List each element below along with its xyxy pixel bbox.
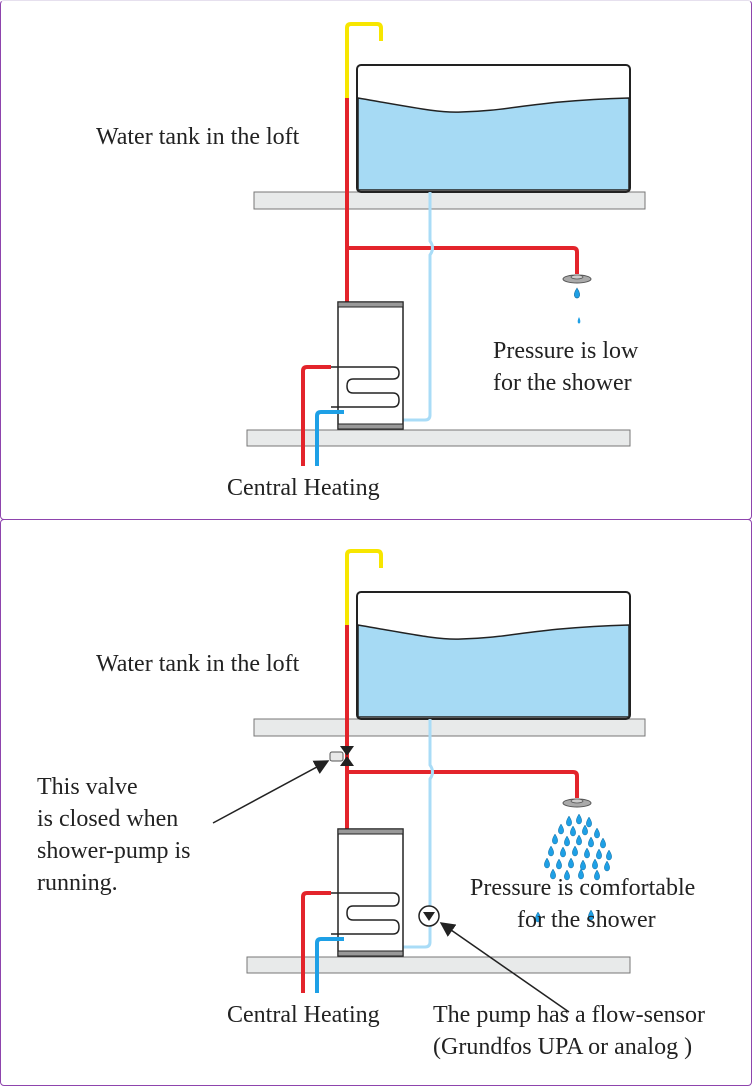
water-drop-icon — [577, 317, 581, 324]
pump-note-line1: The pump has a flow-sensor — [433, 1002, 705, 1028]
central-heating-label: Central Heating — [227, 475, 380, 501]
water-drop-icon — [584, 847, 590, 859]
vent-pipe — [345, 22, 383, 98]
heating-return-pipe — [315, 410, 344, 466]
heating-flow-pipe — [301, 365, 331, 466]
valve-note-line4: running. — [37, 870, 118, 896]
valve-pointer-arrow — [212, 760, 330, 824]
water-drop-icon — [558, 823, 564, 835]
water-drop-icon — [596, 848, 602, 860]
tank-water — [357, 97, 630, 191]
water-drop-icon — [556, 858, 562, 870]
water-drop-icon — [548, 845, 554, 857]
floor-shelf — [246, 956, 631, 974]
water-drop-icon — [586, 816, 592, 828]
water-drop-icon — [570, 825, 576, 837]
loft-shelf — [253, 191, 646, 210]
heating-flow-pipe — [301, 891, 331, 993]
valve-note-line3: shower-pump is — [37, 838, 191, 864]
pump-icon — [418, 905, 440, 927]
water-drop-icon — [580, 859, 586, 871]
water-drop-icon — [594, 869, 600, 881]
water-drop-icon — [564, 869, 570, 881]
shower-supply-pipe — [347, 246, 579, 274]
pump-pointer-arrow — [439, 922, 570, 1013]
water-drop-icon — [578, 868, 584, 880]
hot-water-cylinder — [337, 301, 404, 430]
water-drop-icon — [576, 813, 582, 825]
water-drop-icon — [576, 834, 582, 846]
valve-icon — [329, 746, 354, 766]
water-drop-icon — [594, 827, 600, 839]
cylinder-bottom-cap — [337, 950, 404, 957]
cold-feed-pipe — [403, 192, 434, 422]
water-drop-icon — [535, 911, 541, 923]
valve-note-line1: This valve — [37, 774, 138, 800]
shower-head-icon — [562, 274, 592, 284]
water-spray — [535, 813, 612, 923]
pressure-label-line2: for the shower — [493, 370, 632, 396]
water-drop-icon — [552, 833, 558, 845]
water-drop-icon — [550, 868, 556, 880]
vent-pipe — [345, 549, 383, 625]
water-drop-icon — [566, 815, 572, 827]
water-drop-icon — [582, 824, 588, 836]
cylinder-top-cap — [337, 828, 404, 835]
water-drop-icon — [588, 836, 594, 848]
diagram-before-svg — [246, 22, 646, 466]
pressure-label-line1: Pressure is low — [493, 338, 639, 364]
water-drop-icon — [604, 860, 610, 872]
floor-shelf — [246, 429, 631, 447]
water-drop-icon — [544, 857, 550, 869]
tank-label: Water tank in the loft — [96, 124, 300, 150]
diagram-panel-before: Water tank in the loft Pressure is low f… — [0, 0, 752, 520]
shower-supply-pipe — [347, 770, 579, 798]
pressure-label-line2: for the shower — [517, 907, 656, 933]
shower-head-icon — [562, 798, 592, 808]
central-heating-label: Central Heating — [227, 1002, 380, 1028]
water-drop-icon — [568, 857, 574, 869]
tank-label: Water tank in the loft — [96, 651, 300, 677]
heating-coil — [331, 892, 400, 935]
valve-note-line2: is closed when — [37, 806, 179, 832]
pressure-label-line1: Pressure is comfortable — [470, 875, 696, 901]
cold-feed-pipe — [403, 719, 434, 949]
water-drop-icon — [572, 845, 578, 857]
heating-return-pipe — [315, 937, 344, 993]
water-drop-icon — [606, 849, 612, 861]
heating-coil — [331, 366, 400, 408]
tank-water — [357, 624, 630, 718]
cylinder-bottom-cap — [337, 423, 404, 430]
diagram-panel-after: Water tank in the loft This valve is clo… — [0, 519, 752, 1086]
water-drop-icon — [592, 858, 598, 870]
pump-note-line2: (Grundfos UPA or analog ) — [433, 1034, 693, 1060]
water-drop-icon — [574, 287, 580, 299]
water-drop-icon — [600, 837, 606, 849]
water-drop-icon — [564, 835, 570, 847]
loft-shelf — [253, 718, 646, 737]
cylinder-top-cap — [337, 301, 404, 308]
water-drop-icon — [560, 846, 566, 858]
diagram-after-svg — [212, 549, 646, 1013]
water-drop-icon — [588, 909, 594, 921]
